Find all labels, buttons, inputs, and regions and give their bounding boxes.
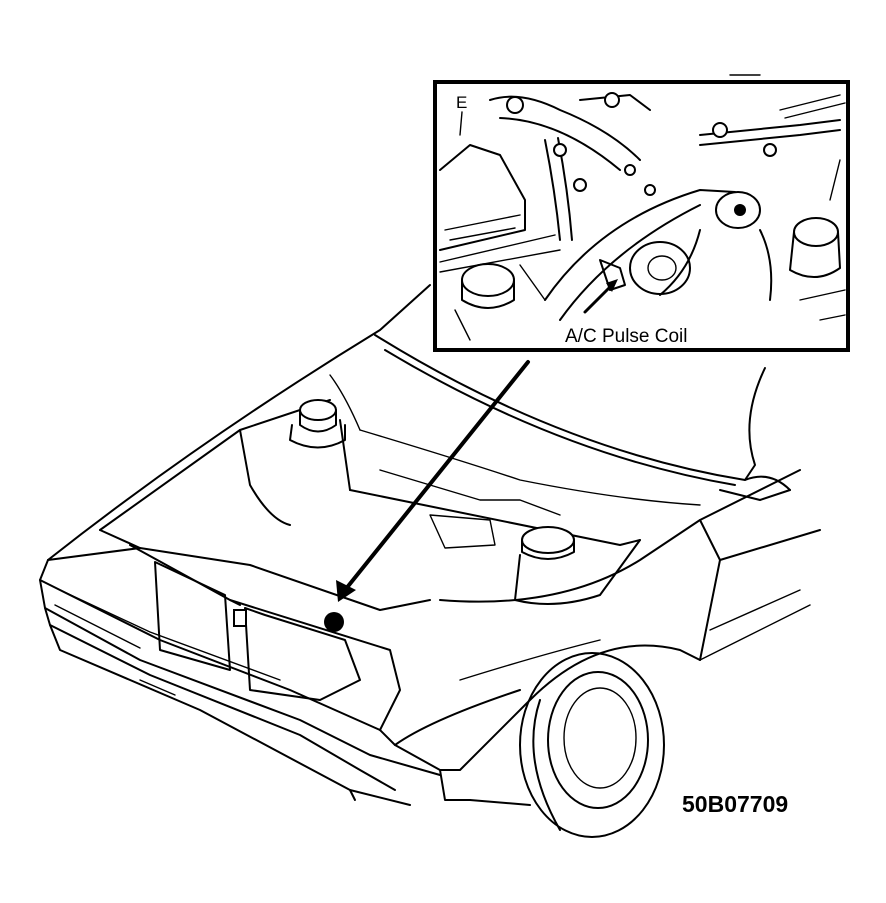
callout-label: A/C Pulse Coil	[565, 326, 688, 347]
hood-edge	[47, 284, 431, 561]
front-wheel	[519, 652, 665, 838]
engine-detail-inset: E A/C Pulse Coil	[433, 74, 850, 352]
coolant-reservoir	[289, 399, 346, 449]
hood-latch-panel	[154, 561, 361, 701]
radiator-cap	[514, 526, 641, 605]
callout-arrow	[336, 360, 530, 602]
figure-code: 50B07709	[682, 791, 788, 817]
inset-marker-label: E	[456, 93, 467, 112]
windshield	[374, 334, 766, 481]
pulse-coil-location-dot	[324, 612, 344, 632]
car-illustration	[39, 284, 821, 838]
right-fender	[439, 469, 801, 603]
